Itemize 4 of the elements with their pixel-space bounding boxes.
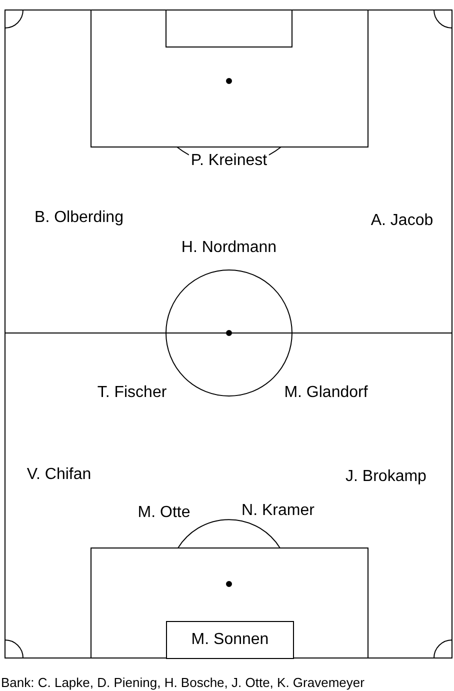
player-name: B. Olberding [32, 209, 126, 227]
player-name: J. Brokamp [344, 468, 428, 486]
substitutes-note: Bank: C. Lapke, D. Piening, H. Bosche, J. Otte, K. Gravemeyer [1, 675, 364, 690]
goal-area-box: M. Sonnen [166, 621, 294, 659]
